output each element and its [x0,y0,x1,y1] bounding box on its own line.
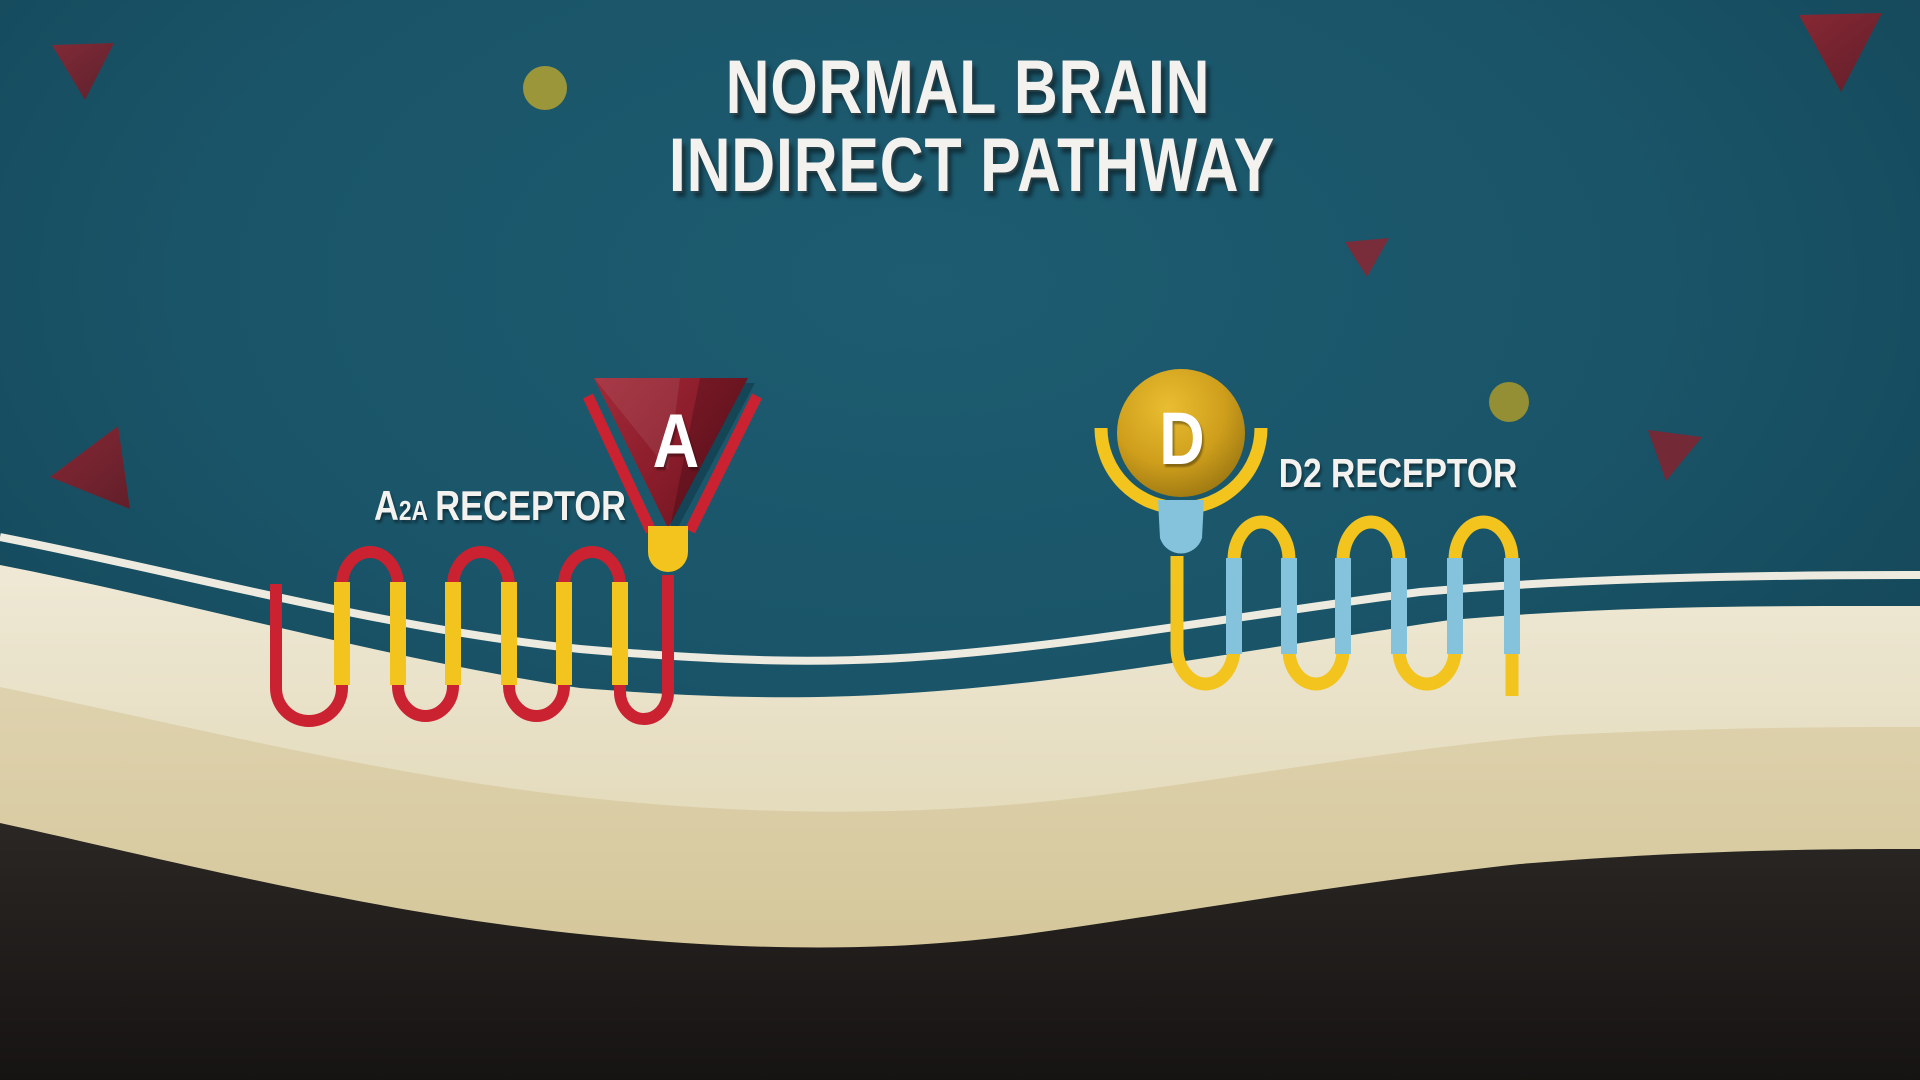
adenosine-ligand-icon [594,378,748,528]
adenosine-particle-icon [52,43,114,100]
adenosine-particle-icon [50,426,130,509]
page-title-line-1: NORMAL BRAIN [725,45,1211,130]
adenosine-letter: A [652,399,700,484]
a2a-label-main: A [373,482,399,529]
adenosine-triangle-facet [671,378,748,523]
adenosine-particle-icon [1799,13,1882,92]
d2-receptor-label: D2 RECEPTOR [1278,450,1518,496]
dopamine-particle-icon [1489,382,1529,422]
d2-transmembrane-helices [1226,558,1520,654]
a2a-label-subscript: 2A [398,495,428,526]
dopamine-particle-icon [523,66,567,110]
d2-receptor-loops [1170,515,1519,696]
a2a-receptor-loops [270,546,674,727]
d2-binding-pocket [1158,500,1204,554]
a2a-binding-cup-lines [583,393,762,534]
page-title-line-2: INDIRECT PATHWAY [668,123,1276,208]
a2a-transmembrane-helices [334,582,628,685]
adenosine-triangle-highlight [594,378,680,470]
a2a-receptor-structure [270,378,762,727]
adenosine-particle-icon [1648,430,1702,481]
a2a-label-rest: RECEPTOR [435,482,627,529]
intracellular-region [0,823,1920,1080]
dopamine-ligand-icon [1117,369,1245,497]
adenosine-particle-icon [1345,238,1389,277]
d2-receptor-structure [1094,369,1520,696]
dopamine-letter: D [1159,397,1205,480]
a2a-binding-pocket [648,526,688,572]
